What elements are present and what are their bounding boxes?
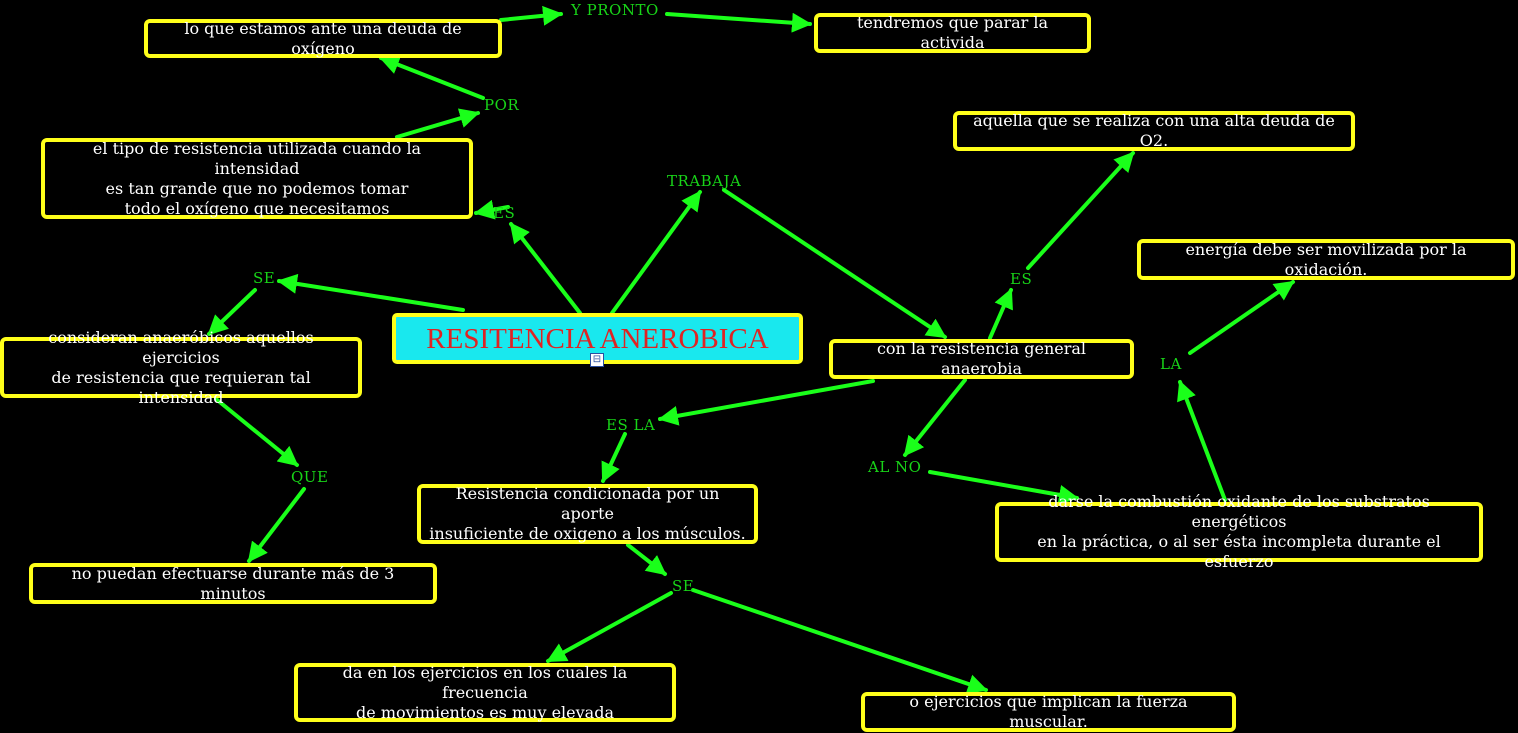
connector-arrow [903, 378, 967, 457]
connector-arrow [1177, 380, 1227, 502]
label-se-left[interactable]: SE [253, 269, 276, 287]
label-se-bottom[interactable]: SE [672, 577, 695, 595]
connector-arrow [658, 379, 875, 426]
connector-arrow [988, 288, 1013, 340]
connector-arrow [379, 55, 485, 100]
label-es-la[interactable]: ES LA [606, 416, 656, 434]
node-energy[interactable]: energía debe ser movilizada por la oxida… [1137, 239, 1515, 280]
connector-arrow [509, 222, 582, 315]
connector-arrow [546, 591, 673, 663]
label-por[interactable]: POR [484, 96, 520, 114]
connector-arrow [722, 188, 947, 339]
node-considered[interactable]: consideran anaeróbicos aquellos ejercici… [0, 328, 362, 407]
node-stop[interactable]: tendremos que parar la activida [814, 13, 1091, 53]
label-y-pronto[interactable]: Y PRONTO [571, 1, 659, 19]
collapse-icon[interactable]: ⊟ [590, 353, 604, 367]
connector-arrow [626, 543, 667, 576]
node-three-min[interactable]: no puedan efectuarse durante más de 3 mi… [29, 563, 437, 604]
label-la[interactable]: LA [1160, 355, 1182, 373]
connector-arrow [207, 288, 257, 336]
node-conditioned[interactable]: Resistencia condicionada por un aporte i… [417, 484, 758, 544]
connector-arrow [691, 588, 988, 694]
node-high-debt[interactable]: aquella que se realiza con una alta deud… [953, 111, 1355, 151]
connector-arrow [601, 432, 627, 483]
connector-arrow [395, 108, 480, 139]
connector-arrow [247, 487, 306, 563]
node-muscular[interactable]: o ejercicios que implican la fuerza musc… [861, 692, 1236, 732]
node-combustion[interactable]: darse la combustión oxidante de los subs… [995, 492, 1483, 571]
connector-arrow [474, 199, 510, 220]
connector-arrow [1188, 280, 1295, 355]
connector-arrow [1026, 151, 1135, 270]
label-que[interactable]: QUE [291, 468, 329, 486]
connector-arrow [214, 397, 299, 467]
label-al-no[interactable]: AL NO [868, 458, 922, 476]
label-es-top[interactable]: ES [493, 204, 516, 222]
node-debt-o2[interactable]: lo que estamos ante una deuda de oxígeno [144, 19, 502, 58]
connector-arrow [665, 12, 812, 33]
node-frequency[interactable]: da en los ejercicios en los cuales la fr… [294, 663, 676, 722]
label-es-right[interactable]: ES [1010, 270, 1033, 288]
connector-arrow [499, 5, 563, 26]
connector-arrow [277, 273, 465, 312]
node-general[interactable]: con la resistencia general anaerobia [829, 339, 1134, 379]
connector-arrow [928, 470, 1079, 505]
connector-arrow [610, 190, 702, 315]
label-trabaja[interactable]: TRABAJA [667, 172, 742, 190]
node-definition[interactable]: el tipo de resistencia utilizada cuando … [41, 138, 473, 219]
